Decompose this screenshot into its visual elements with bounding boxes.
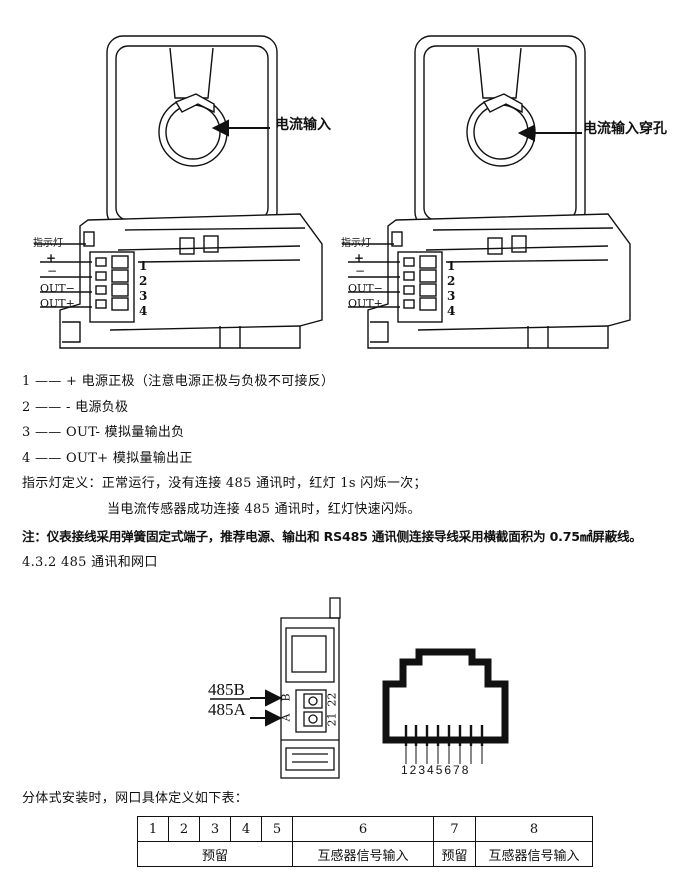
callout-current-input-hole: 电流输入穿孔 xyxy=(583,121,667,137)
indicator-definition-1: 指示灯定义：正常运行，没有连接 485 通讯时，红灯 1s 闪烁一次； xyxy=(22,476,427,491)
terminal-letter-a: A xyxy=(279,713,293,722)
pin-2: 2 xyxy=(168,816,200,842)
pin-6-ct-input: 互感器信号输入 xyxy=(292,841,434,867)
pin-definition-table: 1 2 3 4 5 6 7 8 预留 互感器信号输入 预留 互感器信号输入 xyxy=(137,816,593,867)
terminal-sign-3-right: OUT− xyxy=(348,282,383,295)
definition-line-4: 4 —— OUT+ 模拟量输出正 xyxy=(22,451,193,466)
indicator-label-right: 指示灯 xyxy=(341,238,371,249)
pins-1-5-reserved: 预留 xyxy=(137,841,293,867)
terminal-number-1-right: 1 xyxy=(447,259,456,273)
pin-7: 7 xyxy=(433,816,476,842)
definition-line-2: 2 —— - 电源负极 xyxy=(22,400,129,415)
pin-8-ct-input: 互感器信号输入 xyxy=(475,841,593,867)
terminal-sign-1-right: + xyxy=(354,251,365,265)
terminal-sign-2-right: − xyxy=(355,264,366,278)
indicator-definition-2: 当电流传感器成功连接 485 通讯时，红灯快速闪烁。 xyxy=(107,502,421,517)
table-row: 预留 互感器信号输入 预留 互感器信号输入 xyxy=(137,841,593,867)
pin-5: 5 xyxy=(261,816,293,842)
callout-current-input: 电流输入 xyxy=(275,117,331,133)
terminal-number-1: 1 xyxy=(139,259,148,273)
terminal-number-3: 3 xyxy=(139,289,148,303)
label-485a: 485A xyxy=(208,700,246,719)
terminal-letter-b: B xyxy=(279,693,293,702)
pin-4: 4 xyxy=(230,816,262,842)
table-intro: 分体式安装时，网口具体定义如下表： xyxy=(22,791,249,806)
pin-7-reserved: 预留 xyxy=(433,841,476,867)
terminal-number-2-right: 2 xyxy=(447,274,456,288)
rj45-pin-numbers: 12345678 xyxy=(401,763,471,777)
pin-3: 3 xyxy=(199,816,231,842)
label-485b: 485B xyxy=(208,680,245,699)
indicator-label-left: 指示灯 xyxy=(33,238,63,249)
terminal-pin-22: 22 xyxy=(325,692,339,707)
terminal-number-4: 4 xyxy=(139,304,148,318)
terminal-sign-1: + xyxy=(46,251,57,265)
sensor-left xyxy=(34,35,323,349)
terminal-pin-21: 21 xyxy=(325,712,339,727)
pin-1: 1 xyxy=(137,816,169,842)
definition-line-1: 1 —— + 电源正极（注意电源正极与负极不可接反） xyxy=(22,374,335,389)
section-heading: 4.3.2 485 通讯和网口 xyxy=(22,555,158,570)
terminal-number-4-right: 4 xyxy=(447,304,456,318)
table-row: 1 2 3 4 5 6 7 8 xyxy=(137,816,593,842)
terminal-sign-4: OUT+ xyxy=(40,297,75,310)
terminal-sign-4-right: OUT+ xyxy=(348,297,383,310)
definition-line-3: 3 —— OUT- 模拟量输出负 xyxy=(22,425,185,440)
pin-6: 6 xyxy=(292,816,434,842)
wiring-note: 注：仪表接线采用弹簧固定式端子，推荐电源、输出和 RS485 通讯侧连接导线采用… xyxy=(22,529,642,544)
terminal-sign-2: − xyxy=(47,264,58,278)
pin-8: 8 xyxy=(475,816,593,842)
terminal-sign-3: OUT− xyxy=(40,282,75,295)
sensor-diagram xyxy=(34,35,631,349)
terminal-number-2: 2 xyxy=(139,274,148,288)
terminal-number-3-right: 3 xyxy=(447,289,456,303)
